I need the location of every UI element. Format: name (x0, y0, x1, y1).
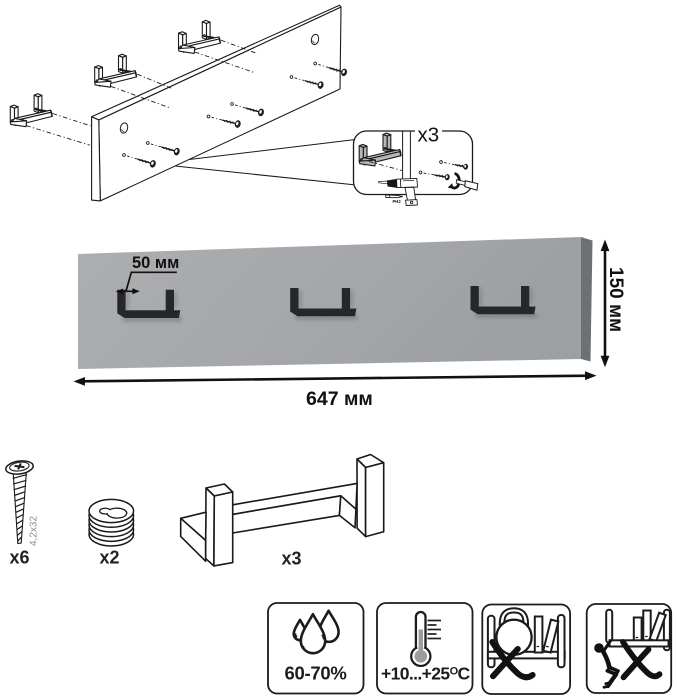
svg-text:x3: x3 (282, 549, 302, 569)
svg-text:4,2x32: 4,2x32 (29, 516, 40, 546)
svg-text:150 мм: 150 мм (605, 267, 626, 332)
svg-text:647 мм: 647 мм (306, 388, 373, 410)
svg-text:60-70%: 60-70% (285, 663, 347, 684)
svg-text:PH2: PH2 (393, 199, 402, 204)
svg-text:+10...+25OC: +10...+25OC (381, 664, 471, 684)
svg-text:x2: x2 (100, 548, 120, 568)
svg-text:x3: x3 (418, 124, 440, 147)
svg-text:50 мм: 50 мм (132, 254, 179, 272)
svg-text:x6: x6 (10, 548, 30, 568)
